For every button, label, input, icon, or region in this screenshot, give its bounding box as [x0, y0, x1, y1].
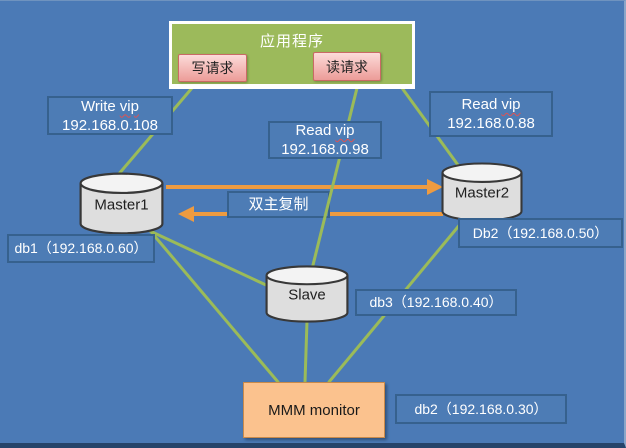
connector-master1-to-slave [148, 229, 268, 287]
slave-node: Slave [264, 264, 350, 324]
read-request-label: 读请求 [326, 58, 368, 75]
replication-label-text: 双主复制 [248, 196, 309, 213]
master1-label: Master1 [94, 196, 149, 214]
read-vip-right-ip: 192.168.0.88 [447, 115, 535, 132]
read-request-box: 读请求 [313, 52, 381, 81]
master1-node: Master1 [78, 171, 165, 236]
mmm-monitor-label: MMM monitor [268, 401, 360, 419]
mmm-monitor-node: MMM monitor [243, 382, 385, 438]
connector-master1-to-monitor [150, 231, 280, 384]
slave-label: Slave [288, 286, 326, 304]
write-request-label: 写请求 [191, 60, 234, 76]
connector-slave-to-monitor [303, 319, 309, 384]
connector-app-to-slave [310, 86, 359, 271]
replication-label: 双主复制 [227, 191, 330, 218]
database-cylinder-icon [441, 162, 523, 222]
application-box: 应用程序 写请求 读请求 [169, 21, 415, 89]
master2-node: Master2 [440, 161, 524, 223]
application-title: 应用程序 [259, 33, 324, 50]
db3-ip-label: db3（192.168.0.40） [355, 289, 517, 316]
read-vip-mid-ip: 192.168.0.98 [281, 141, 369, 158]
db2-monitor-ip-label: db2（192.168.0.30） [395, 394, 567, 424]
write-vip-ip: 192.168.0.108 [62, 116, 158, 134]
replication-arrow-left-head [178, 206, 194, 222]
db1-ip-label: db1（192.168.0.60） [7, 234, 155, 263]
db2-ip-label: Db2（192.168.0.50） [458, 218, 623, 248]
database-cylinder-icon [79, 172, 164, 235]
write-request-box: 写请求 [178, 54, 247, 82]
master2-label: Master2 [454, 184, 510, 202]
